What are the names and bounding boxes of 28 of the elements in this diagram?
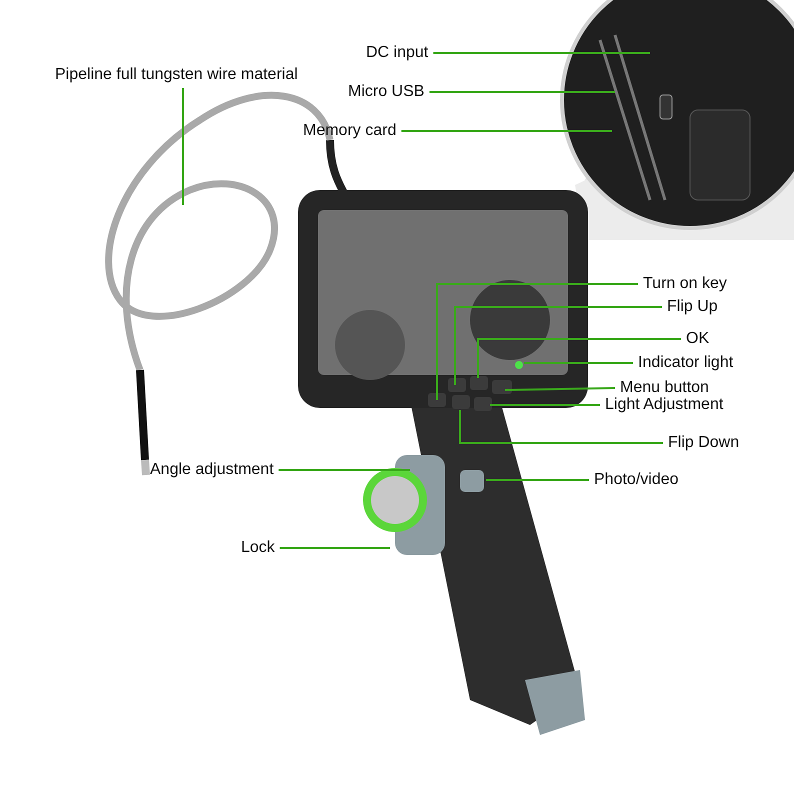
leader-line: [429, 91, 615, 93]
leader-line: [504, 387, 616, 391]
leader-line: [433, 52, 650, 54]
callout-label: Angle adjustment: [150, 460, 274, 480]
leader-line: [490, 404, 600, 406]
leader-line: [524, 362, 633, 364]
callout-label: Lock: [241, 538, 275, 558]
leader-line: [278, 469, 410, 471]
callout-label: Pipeline full tungsten wire material: [55, 65, 298, 85]
leader-line: [459, 410, 663, 444]
callout-label: Light Adjustment: [605, 395, 724, 415]
leader-line: [401, 130, 612, 132]
leader-line: [280, 547, 390, 549]
leader-line: [486, 479, 589, 481]
callout-label: Memory card: [303, 121, 396, 141]
leader-line: [182, 88, 184, 205]
leader-line: [477, 338, 681, 378]
callout-label: Indicator light: [638, 353, 734, 373]
callout-label: Photo/video: [594, 470, 679, 490]
callout-label: Flip Up: [667, 297, 718, 317]
callout-label: Menu button: [620, 378, 709, 398]
callout-label: DC input: [366, 43, 428, 63]
leader-line: [454, 306, 662, 385]
leader-line: [436, 283, 638, 400]
callout-label: Turn on key: [643, 274, 727, 294]
callout-label: Micro USB: [348, 82, 424, 102]
callout-label: Flip Down: [668, 433, 740, 453]
callout-label: OK: [686, 329, 710, 349]
